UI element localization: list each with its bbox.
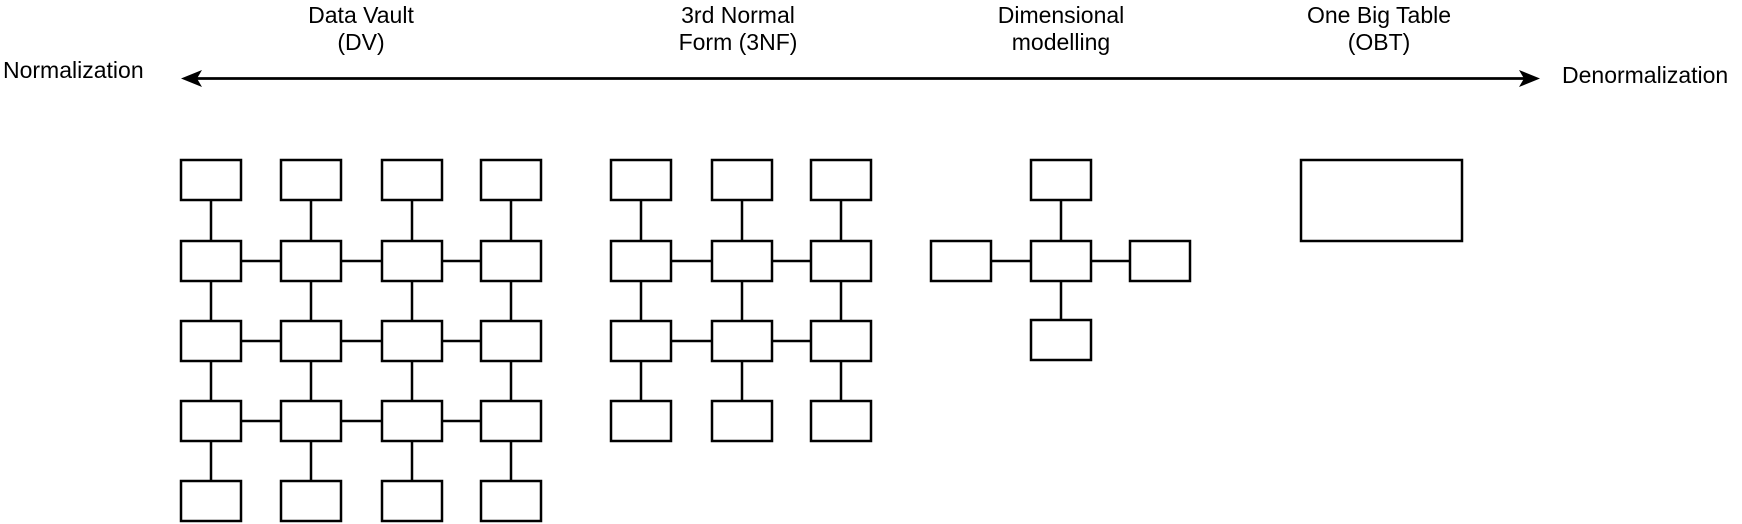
table-box xyxy=(479,319,543,363)
table-box xyxy=(710,158,774,202)
axis-label-denormalization: Denormalization xyxy=(1562,62,1729,88)
table-box xyxy=(380,319,444,363)
approach-label-obt: One Big Table (OBT) xyxy=(1307,2,1451,56)
axis-label-normalization: Normalization xyxy=(3,57,144,83)
table-box xyxy=(380,239,444,283)
approach-label-line2: modelling xyxy=(1011,29,1111,55)
table-box xyxy=(380,399,444,443)
table-box xyxy=(179,158,243,202)
approach-label-line1: One Big Table xyxy=(1306,2,1452,28)
table-box xyxy=(479,239,543,283)
table-box xyxy=(279,319,343,363)
approach-label-line2: Form (3NF) xyxy=(678,29,798,55)
dimension-table-box xyxy=(1128,239,1192,283)
table-box xyxy=(279,479,343,523)
table-box xyxy=(179,399,243,443)
table-box xyxy=(279,399,343,443)
table-box xyxy=(179,479,243,523)
table-box xyxy=(609,239,673,283)
table-box xyxy=(609,319,673,363)
table-box xyxy=(179,239,243,283)
approach-label-line2: (DV) xyxy=(337,29,385,55)
table-box xyxy=(609,158,673,202)
table-box xyxy=(479,158,543,202)
fact-table-box xyxy=(1029,239,1093,283)
dimension-table-box xyxy=(1029,318,1093,362)
approach-label-dimensional: Dimensional modelling xyxy=(998,2,1125,56)
table-box xyxy=(809,399,873,443)
approach-label-line1: Data Vault xyxy=(308,2,414,28)
table-box xyxy=(179,319,243,363)
arrow-head-left xyxy=(181,70,202,87)
table-box xyxy=(380,158,444,202)
approach-label-line1: 3rd Normal xyxy=(681,2,795,28)
dimension-table-box xyxy=(1029,158,1093,202)
approach-label-3nf: 3rd Normal Form (3NF) xyxy=(679,2,798,56)
table-box xyxy=(479,479,543,523)
table-box xyxy=(809,319,873,363)
table-box xyxy=(809,158,873,202)
table-box xyxy=(710,319,774,363)
table-box xyxy=(279,239,343,283)
table-box xyxy=(479,399,543,443)
approach-label-data-vault: Data Vault (DV) xyxy=(308,2,414,56)
approach-label-line2: (OBT) xyxy=(1347,29,1411,55)
table-box xyxy=(380,479,444,523)
table-box xyxy=(809,239,873,283)
dimension-table-box xyxy=(929,239,993,283)
table-box xyxy=(279,158,343,202)
approach-label-line1: Dimensional xyxy=(997,2,1125,28)
table-box xyxy=(710,239,774,283)
arrow-head-right xyxy=(1519,70,1540,87)
table-box xyxy=(710,399,774,443)
one-big-table-box xyxy=(1299,158,1464,243)
table-box xyxy=(609,399,673,443)
